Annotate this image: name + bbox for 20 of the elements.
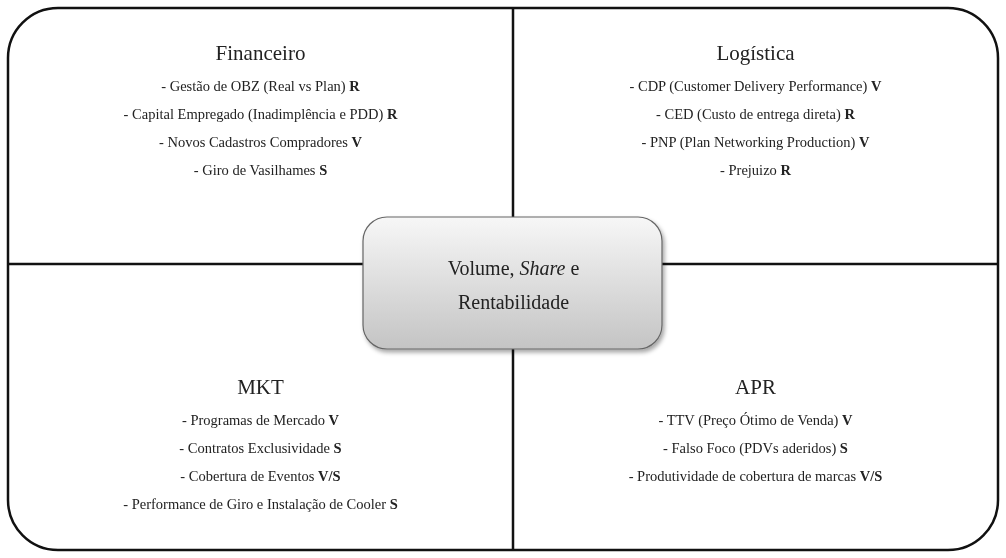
list-item: - Performance de Giro e Instalação de Cooler S: [123, 495, 398, 514]
section-heading: APR: [735, 374, 776, 401]
list-item: - Contratos Exclusividade S: [179, 439, 342, 458]
list-item: - Cobertura de Eventos V/S: [180, 467, 341, 486]
list-item: - Gestão de OBZ (Real vs Plan) R: [161, 77, 360, 96]
list-item: - Capital Empregado (Inadimplência e PDD) R: [123, 105, 398, 124]
list-item: - CDP (Customer Delivery Performance) V: [629, 77, 882, 96]
list-item: - TTV (Preço Ótimo de Venda) V: [658, 411, 853, 430]
list-item: - Novos Cadastros Compradores V: [159, 133, 362, 152]
list-item: - Falso Foco (PDVs aderidos) S: [663, 439, 848, 458]
list-item: - CED (Custo de entrega direta) R: [656, 105, 855, 124]
list-item: - Prejuizo R: [720, 161, 791, 180]
section-heading: Financeiro: [215, 40, 306, 67]
section-heading: MKT: [237, 374, 284, 401]
section-heading: Logística: [716, 40, 795, 67]
list-item: - Giro de Vasilhames S: [193, 161, 328, 180]
center-label: Volume, Share e Rentabilidade: [446, 255, 581, 315]
list-item: - PNP (Plan Networking Production) V: [641, 133, 870, 152]
list-item: - Programas de Mercado V: [181, 411, 339, 430]
list-item: - Produtividade de cobertura de marcas V/S: [628, 467, 883, 486]
